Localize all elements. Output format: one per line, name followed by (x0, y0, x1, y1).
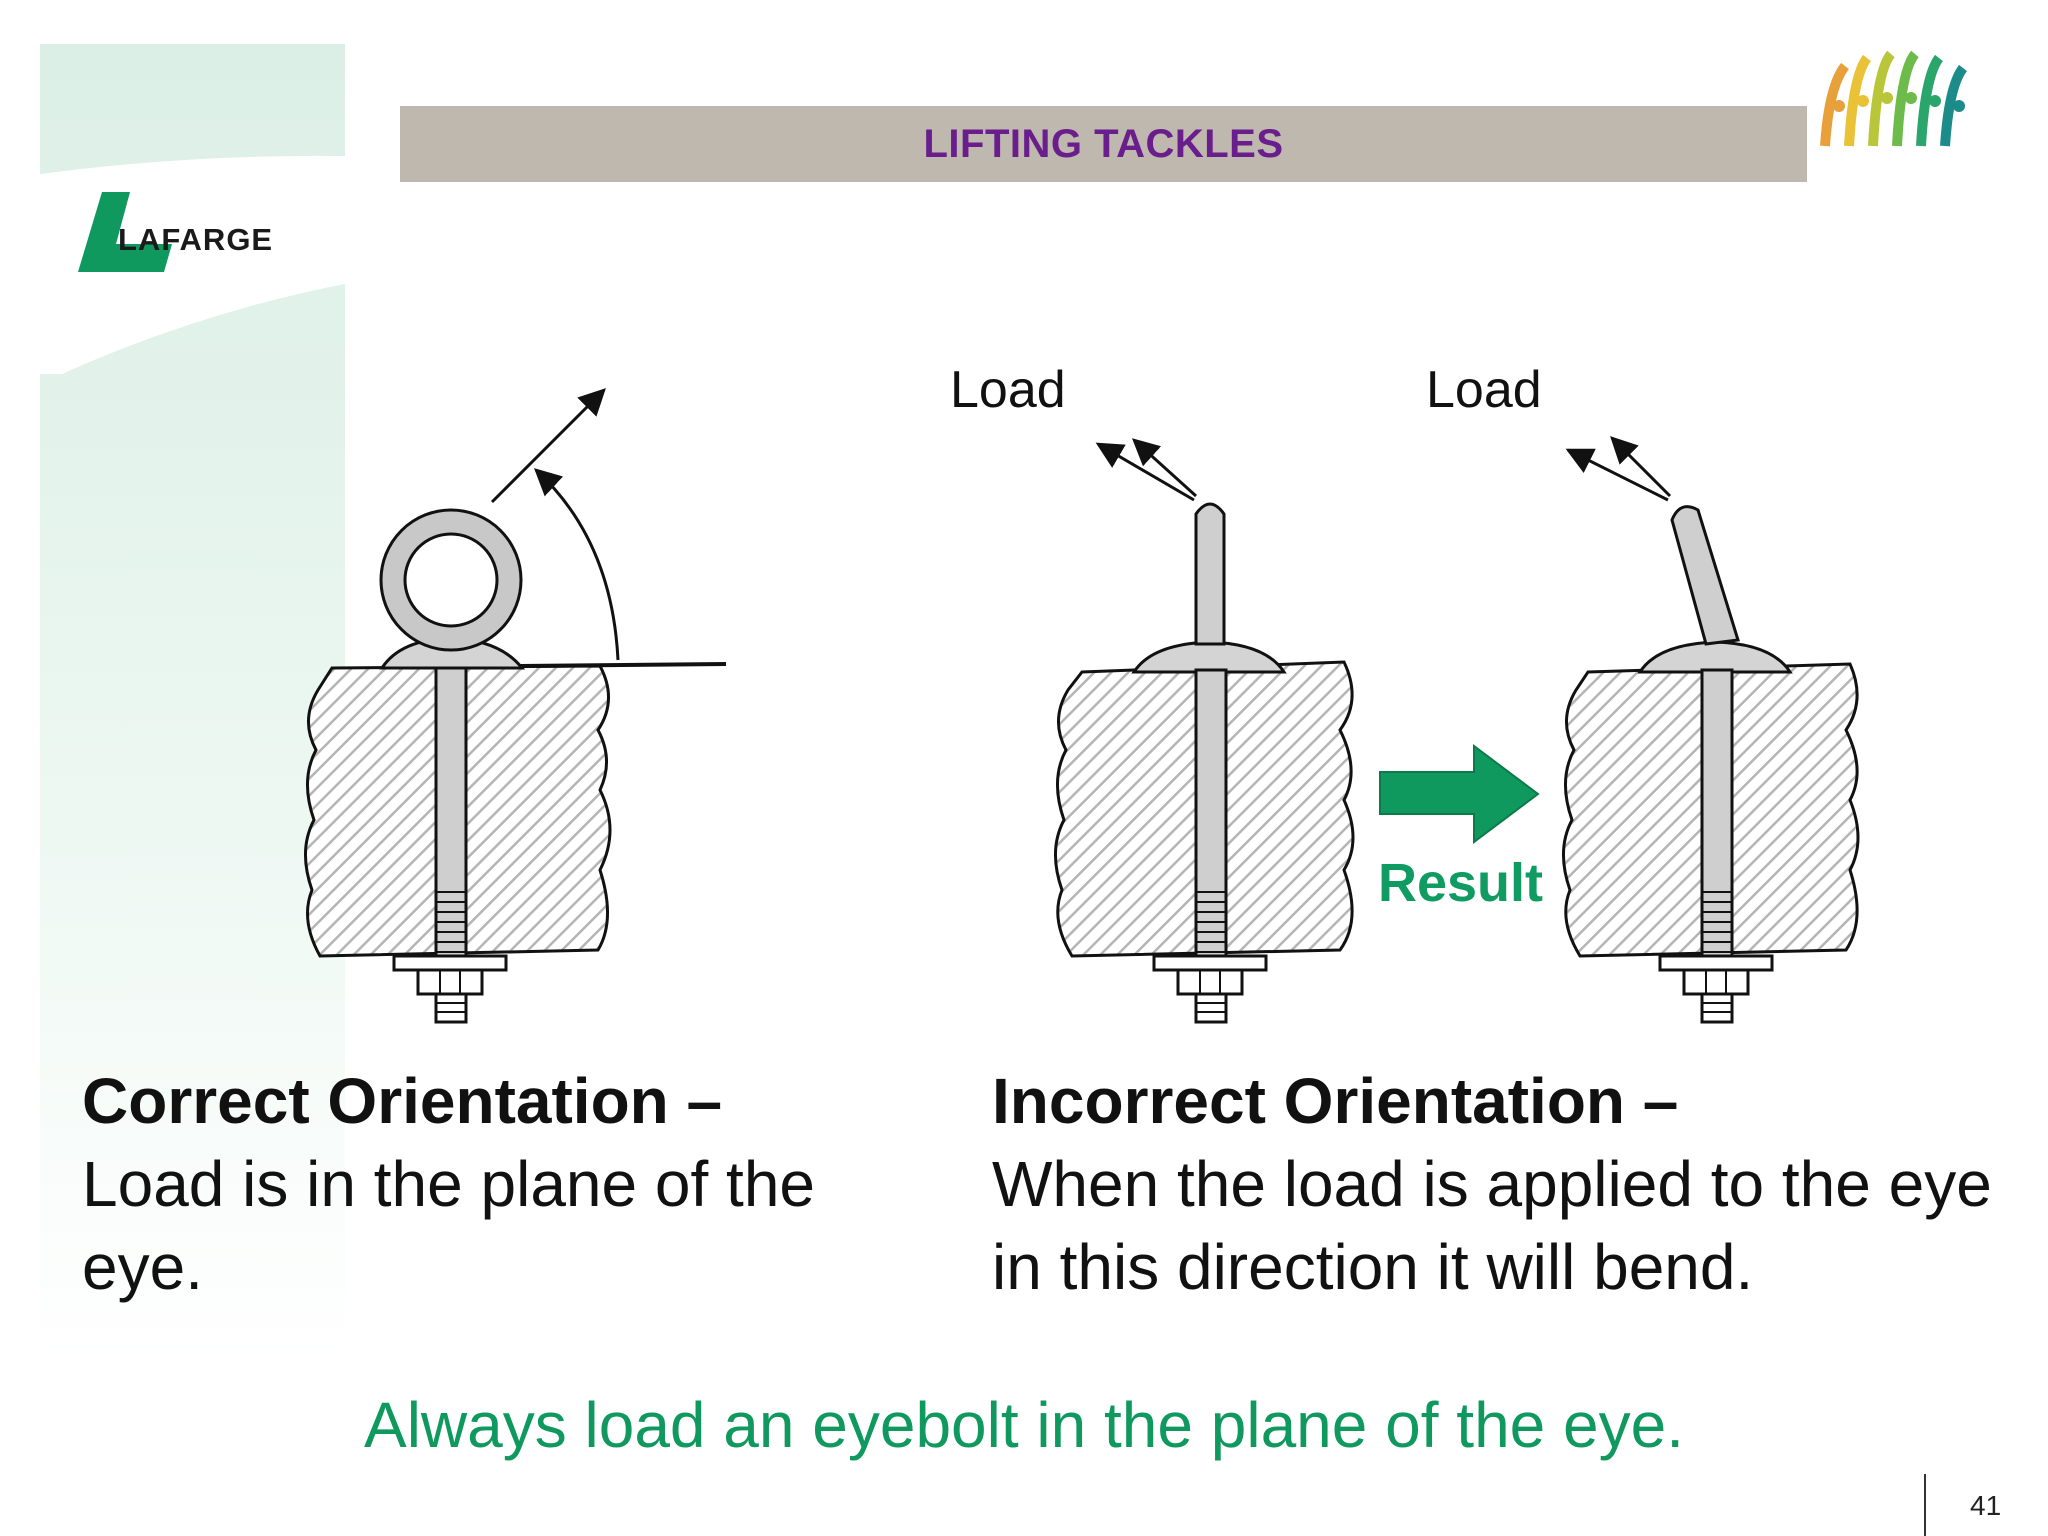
incorrect-orientation-caption: Incorrect Orientation – When the load is… (992, 1060, 1992, 1309)
incorrect-orientation-heading: Incorrect Orientation – (992, 1065, 1679, 1137)
people-arch-logo (1820, 50, 1968, 147)
eyebolt-diagram (303, 388, 1860, 1024)
footer-message: Always load an eyebolt in the plane of t… (364, 1389, 1684, 1461)
correct-orientation-caption: Correct Orientation – Load is in the pla… (82, 1060, 842, 1309)
brand-name: LAFARGE (118, 222, 274, 257)
page-title: LIFTING TACKLES (923, 121, 1284, 166)
page-number: 41 (1970, 1490, 2002, 1521)
page-number-divider (1924, 1474, 1926, 1536)
result-label: Result (1378, 853, 1544, 913)
incorrect-orientation-figure (1053, 438, 1355, 1024)
incorrect-orientation-body: When the load is applied to the eye in t… (992, 1148, 1992, 1303)
result-arrow-icon (1379, 744, 1540, 844)
correct-orientation-figure (303, 388, 727, 1024)
load-label-result: Load (1426, 361, 1542, 419)
title-bar: LIFTING TACKLES (400, 106, 1807, 182)
load-label-incorrect: Load (950, 361, 1066, 419)
correct-orientation-body: Load is in the plane of the eye. (82, 1148, 815, 1303)
correct-orientation-heading: Correct Orientation – (82, 1065, 723, 1137)
bent-eyebolt-figure (1561, 436, 1860, 1024)
lafarge-logo (78, 192, 172, 272)
